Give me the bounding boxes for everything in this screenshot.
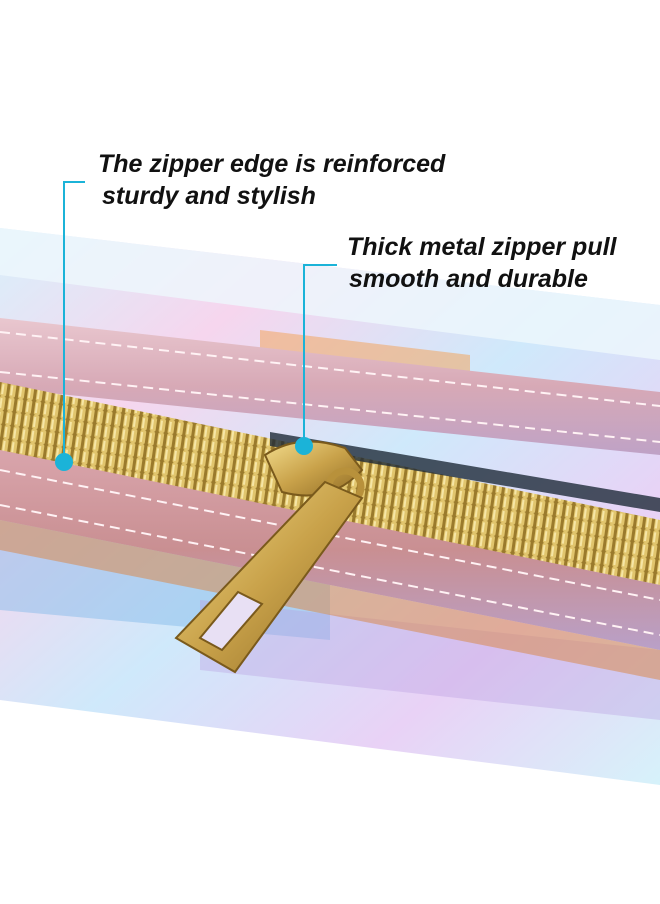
zipper-slider	[263, 440, 364, 497]
pull-tab-hole	[198, 590, 264, 652]
holo-purple-patch	[200, 600, 660, 720]
bag-inner-band	[0, 520, 660, 680]
callout-zipper-edge: The zipper edge is reinforced sturdy and…	[98, 148, 445, 212]
callout-2-line-1: Thick metal zipper pull	[347, 233, 617, 261]
stitch-lower-2	[0, 504, 660, 636]
leader-dot-1	[55, 453, 73, 471]
zipper-gap	[270, 432, 660, 512]
leader-dot-2	[295, 437, 313, 455]
callout-1-line-2: sturdy and stylish	[102, 182, 316, 210]
zipper-pull	[174, 440, 365, 674]
zipper-tape-upper	[0, 318, 660, 455]
zipper-tape-lower	[0, 450, 660, 650]
leader-line-1	[55, 181, 85, 471]
leader-line-2	[295, 264, 337, 455]
bag-top-highlight	[0, 228, 660, 360]
stitch-upper-2	[0, 371, 660, 443]
stitch-upper	[0, 331, 660, 407]
callout-zipper-pull: Thick metal zipper pull smooth and durab…	[347, 231, 617, 295]
callout-1-line-1: The zipper edge is reinforced	[98, 150, 446, 178]
callout-2-line-2: smooth and durable	[349, 265, 588, 293]
